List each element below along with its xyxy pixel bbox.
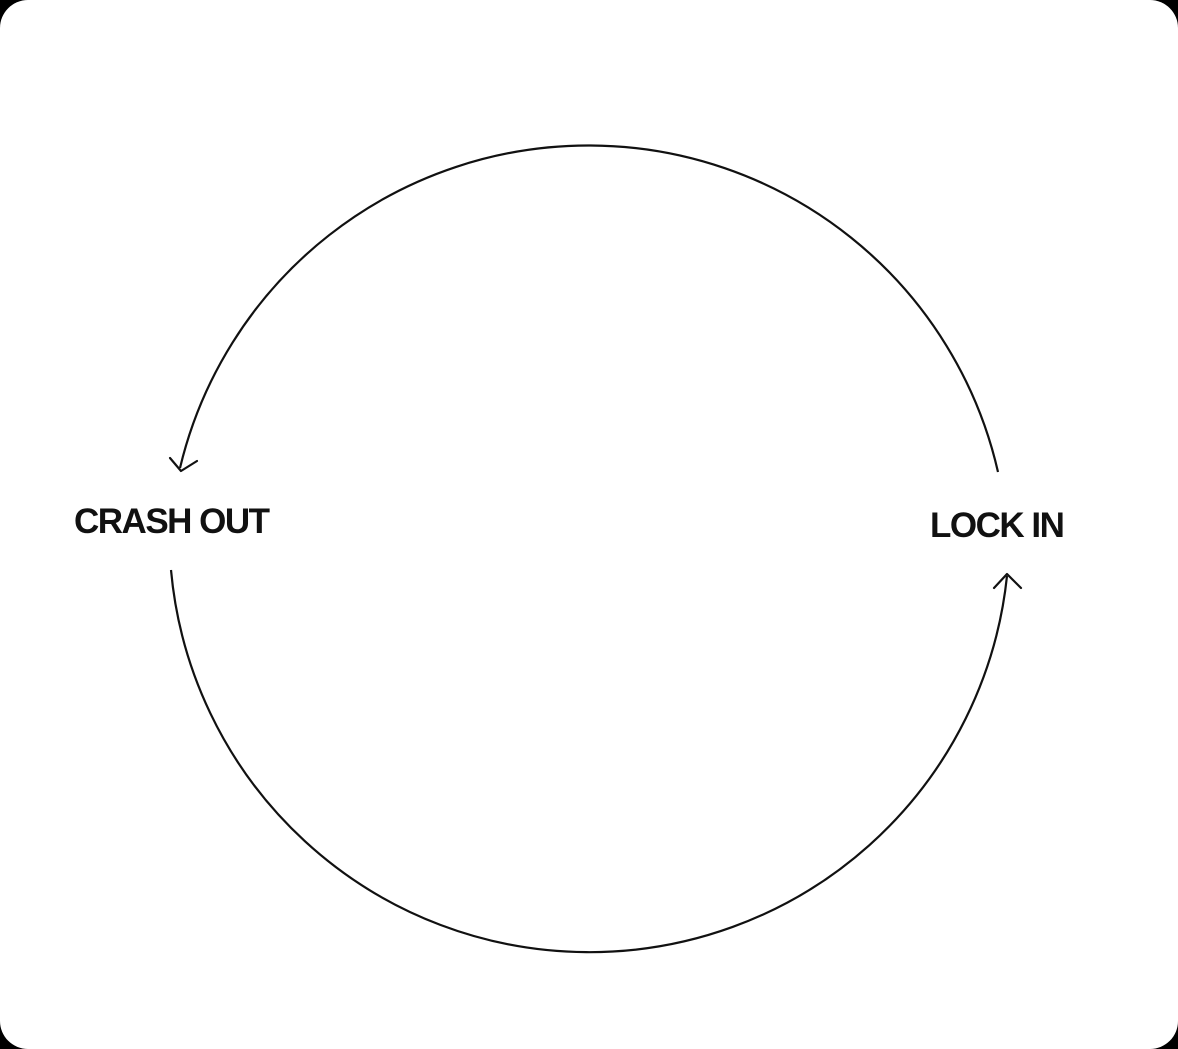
- arrowhead-down-icon: [168, 456, 199, 473]
- node-lock-in-label: LOCK IN: [930, 506, 1065, 545]
- arrowhead-up-icon: [992, 572, 1023, 590]
- edge-crash-out-to-lock-in: [169, 569, 1009, 954]
- edge-lock-in-to-crash-out: [178, 144, 1000, 473]
- node-crash-out-label: CRASH OUT: [74, 502, 270, 541]
